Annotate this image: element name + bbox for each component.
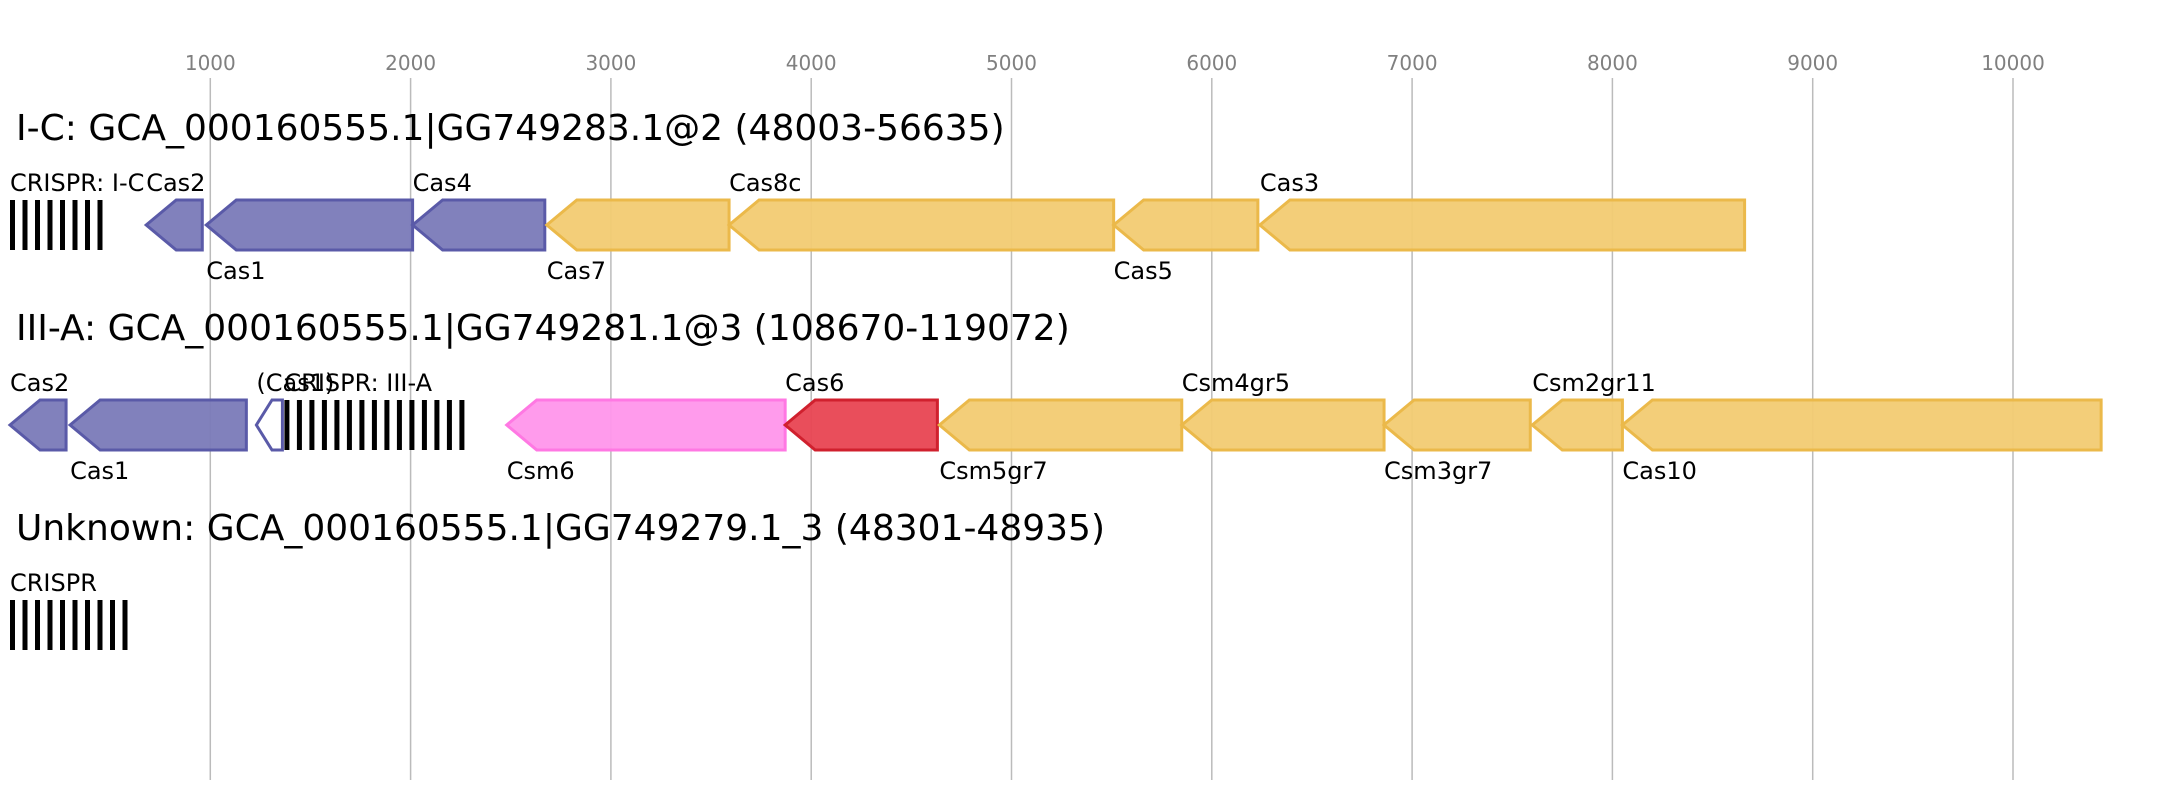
feature-label-cas6: Cas6 [785, 369, 844, 397]
crispr-repeat [359, 400, 365, 450]
crispr-repeat [396, 400, 402, 450]
x-tick-label: 1000 [185, 51, 236, 75]
feature-label-cas10: Cas10 [1622, 457, 1697, 485]
feature-label-cas1: (Cas1) [256, 369, 334, 397]
feature-label-cas8c: Cas8c [729, 169, 801, 197]
x-tick-label: 4000 [786, 51, 837, 75]
gene-arrow-cas8c[interactable] [726, 198, 1116, 252]
gene-arrow-cas6[interactable] [782, 398, 939, 452]
crispr-array-crispr-i-c [10, 200, 103, 250]
crispr-repeat [296, 400, 302, 450]
track-2: III-A: GCA_000160555.1|GG749281.1@3 (108… [7, 308, 2103, 485]
feature-label-csm6: Csm6 [507, 457, 575, 485]
feature-label-csm3gr7: Csm3gr7 [1384, 457, 1492, 485]
gene-arrow-cas10[interactable] [1620, 398, 2103, 452]
gene-arrow-cas1[interactable] [67, 398, 248, 452]
track-title: Unknown: GCA_000160555.1|GG749279.1_3 (4… [16, 508, 1105, 549]
x-tick-label: 8000 [1587, 51, 1638, 75]
x-tick-label: 9000 [1787, 51, 1838, 75]
crispr-array-crispr [10, 600, 128, 650]
crispr-repeat [409, 400, 415, 450]
gene-arrow-cas1[interactable] [254, 398, 284, 452]
track-3: Unknown: GCA_000160555.1|GG749279.1_3 (4… [10, 508, 1105, 650]
crispr-repeat [10, 600, 15, 650]
crispr-repeat [85, 200, 90, 250]
feature-label-csm2gr11: Csm2gr11 [1532, 369, 1656, 397]
axis-layer: 1000 2000 3000 4000 5000 6000 7000 8000 9000 1000… [185, 51, 2045, 75]
gene-arrow-cas3[interactable] [1257, 198, 1747, 252]
gene-arrow-csm5gr7[interactable] [937, 398, 1184, 452]
crispr-repeat [72, 200, 78, 250]
crispr-repeat [47, 200, 53, 250]
feature-label-cas4: Cas4 [413, 169, 472, 197]
crispr-repeat [60, 200, 65, 250]
gene-arrow-csm2gr11[interactable] [1529, 398, 1624, 452]
feature-label-cas1: Cas1 [206, 257, 265, 285]
crispr-repeat [60, 600, 65, 650]
feature-label-cas3: Cas3 [1260, 169, 1319, 197]
crispr-repeat [110, 600, 115, 650]
x-tick-label: 3000 [585, 51, 636, 75]
crispr-repeat [446, 400, 452, 450]
feature-label-cas2: Cas2 [146, 169, 205, 197]
crispr-repeat [72, 600, 78, 650]
gene-arrow-cas2[interactable] [143, 198, 204, 252]
gene-arrow-csm3gr7[interactable] [1381, 398, 1532, 452]
crispr-repeat [371, 400, 377, 450]
track-1: I-C: GCA_000160555.1|GG749283.1@2 (48003… [10, 108, 1747, 285]
x-tick-label: 6000 [1186, 51, 1237, 75]
crispr-repeat [309, 400, 315, 450]
x-tick-label: 2000 [385, 51, 436, 75]
crispr-repeat [434, 400, 440, 450]
x-tick-label: 5000 [986, 51, 1037, 75]
crispr-repeat [421, 400, 427, 450]
crispr-repeat [47, 600, 53, 650]
feature-label-csm4gr5: Csm4gr5 [1182, 369, 1290, 397]
crispr-repeat [459, 400, 465, 450]
gene-arrow-cas4[interactable] [410, 198, 547, 252]
gene-arrow-cas7[interactable] [544, 198, 731, 252]
crispr-repeat [334, 400, 340, 450]
crispr-repeat [35, 600, 40, 650]
feature-label-csm5gr7: Csm5gr7 [939, 457, 1047, 485]
crispr-repeat [284, 400, 290, 450]
crispr-repeat [97, 600, 103, 650]
crispr-repeat [122, 600, 128, 650]
crispr-repeat [97, 200, 103, 250]
gene-arrow-cas2[interactable] [7, 398, 68, 452]
crispr-repeat [321, 400, 327, 450]
feature-label-cas7: Cas7 [547, 257, 606, 285]
crispr-repeat [10, 200, 15, 250]
feature-label-crispr-iii-a: CRISPR: III-A [284, 369, 432, 397]
x-tick-label: 10000 [1981, 51, 2045, 75]
x-tick-label: 7000 [1387, 51, 1438, 75]
feature-label-cas2: Cas2 [10, 369, 69, 397]
tracks-layer: I-C: GCA_000160555.1|GG749283.1@2 (48003… [7, 108, 2103, 650]
track-title: I-C: GCA_000160555.1|GG749283.1@2 (48003… [16, 108, 1005, 149]
crispr-repeat [346, 400, 352, 450]
feature-label-cas5: Cas5 [1114, 257, 1173, 285]
crispr-array-crispr-iii-a [284, 400, 465, 450]
feature-label-crispr: CRISPR [10, 569, 97, 597]
feature-label-crispr-i-c: CRISPR: I-C [10, 169, 144, 197]
gene-arrow-cas1[interactable] [203, 198, 415, 252]
gene-arrow-csm4gr5[interactable] [1179, 398, 1386, 452]
crispr-repeat [384, 400, 390, 450]
crispr-repeat [22, 200, 28, 250]
gene-arrow-cas5[interactable] [1111, 198, 1260, 252]
track-title: III-A: GCA_000160555.1|GG749281.1@3 (108… [16, 308, 1070, 349]
crispr-repeat [85, 600, 90, 650]
crispr-repeat [22, 600, 28, 650]
gene-arrow-csm6[interactable] [504, 398, 787, 452]
feature-label-cas1: Cas1 [70, 457, 129, 485]
crispr-repeat [35, 200, 40, 250]
